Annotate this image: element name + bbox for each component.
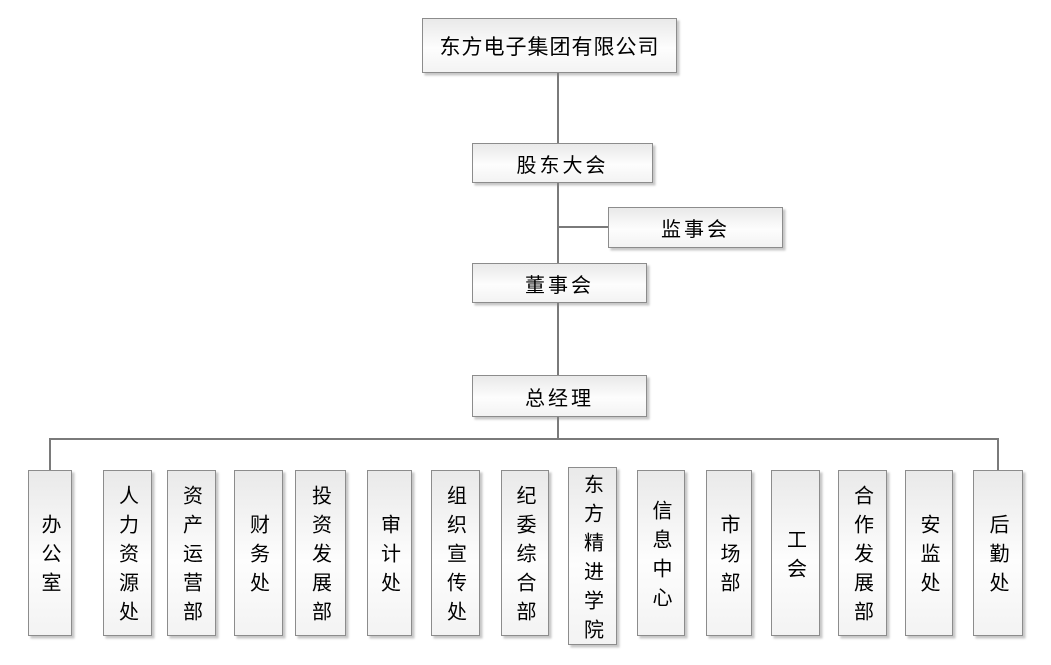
dept-label: 合作发展部: [850, 485, 875, 630]
dept-box-cooperation-development: 合作发展部: [838, 470, 887, 636]
node-general-manager-label: 总经理: [525, 385, 594, 410]
connector-company-to-shareholders: [557, 73, 559, 143]
dept-label: 财务处: [246, 514, 271, 601]
node-supervisory-board-label: 监事会: [661, 217, 730, 241]
dept-label: 人力资源处: [115, 485, 140, 630]
dept-label: 信息中心: [649, 499, 673, 616]
dept-label: 审计处: [377, 514, 402, 601]
node-board-of-directors: 董事会: [472, 263, 647, 303]
connector-gm-to-distribution: [557, 417, 559, 439]
connector-shareholders-to-directors: [557, 183, 559, 263]
node-supervisory-board: 监事会: [608, 207, 783, 248]
dept-label: 办公室: [38, 514, 62, 601]
dept-box-safety-supervision: 安监处: [905, 470, 953, 636]
dept-box-human-resources: 人力资源处: [103, 470, 152, 636]
dept-label: 东方精进学院: [580, 473, 605, 648]
dept-label: 后勤处: [986, 514, 1010, 601]
dept-box-asset-operations: 资产运营部: [167, 470, 216, 636]
connector-directors-to-gm: [557, 303, 559, 375]
node-general-manager: 总经理: [472, 375, 647, 417]
dept-box-discipline-general: 纪委综合部: [501, 470, 549, 636]
node-company-label: 东方电子集团有限公司: [439, 34, 660, 59]
drop-line-left: [49, 438, 51, 470]
dept-label: 工会: [783, 528, 808, 587]
dept-box-information-center: 信息中心: [637, 470, 685, 636]
dept-label: 投资发展部: [308, 485, 333, 630]
node-company: 东方电子集团有限公司: [422, 18, 677, 73]
dept-label: 组织宣传处: [443, 485, 468, 630]
dept-box-logistics: 后勤处: [973, 470, 1023, 636]
dept-label: 市场部: [717, 514, 741, 601]
dept-label: 纪委综合部: [513, 485, 537, 630]
node-shareholders-meeting-label: 股东大会: [516, 152, 609, 177]
node-shareholders-meeting: 股东大会: [472, 143, 653, 183]
dept-box-labor-union: 工会: [771, 470, 820, 636]
dept-box-organization-propaganda: 组织宣传处: [431, 470, 480, 636]
dept-label: 资产运营部: [179, 485, 204, 630]
distribution-line: [49, 438, 999, 440]
drop-line-right: [997, 438, 999, 470]
dept-box-finance: 财务处: [234, 470, 283, 636]
dept-label: 安监处: [917, 514, 941, 601]
dept-box-marketing: 市场部: [706, 470, 752, 636]
dept-box-investment-development: 投资发展部: [295, 470, 346, 636]
dept-box-audit: 审计处: [367, 470, 412, 636]
dept-box-office: 办公室: [28, 470, 72, 636]
dept-box-jingjin-academy: 东方精进学院: [568, 467, 617, 648]
connector-branch-supervisory: [557, 226, 608, 228]
node-board-of-directors-label: 董事会: [525, 272, 594, 297]
